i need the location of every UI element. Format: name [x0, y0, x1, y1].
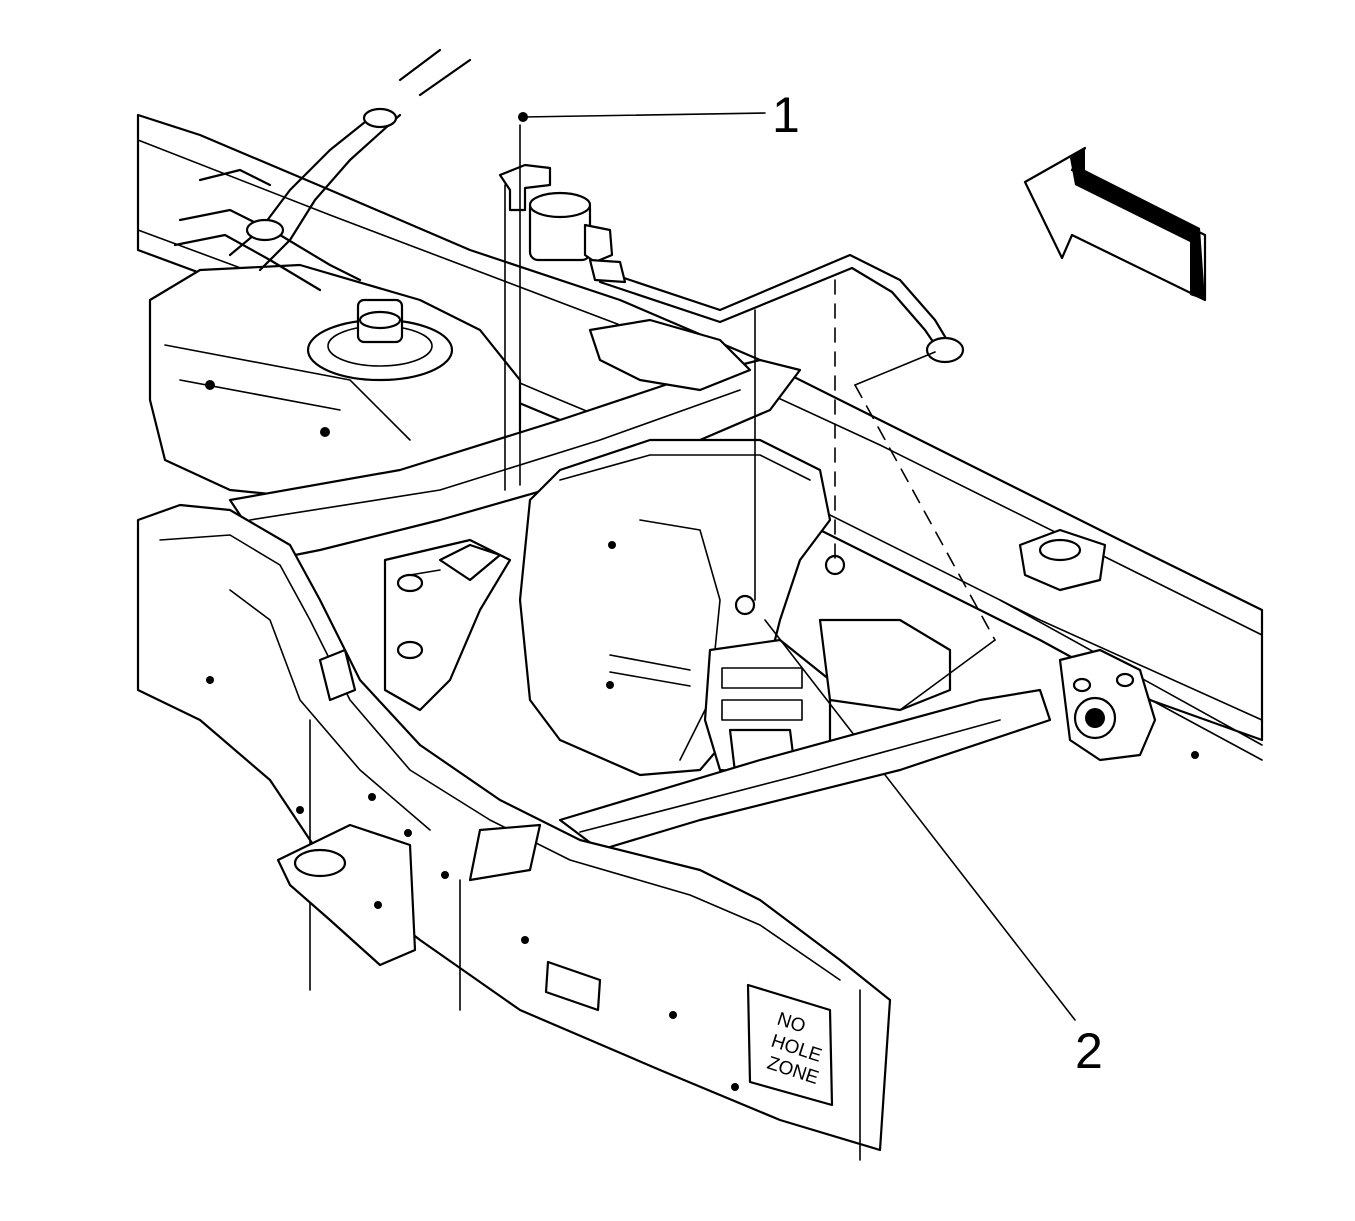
tow-hook	[276, 823, 417, 967]
fuel-pump-module	[306, 298, 454, 382]
callout-1: 1	[772, 87, 800, 143]
rear-shackle-mount	[1018, 528, 1157, 762]
near-frame-rail	[136, 503, 892, 1161]
canister-bracket	[383, 538, 512, 712]
leader-lines	[504, 112, 1076, 1021]
no-hole-zone-label: NO HOLE ZONE	[746, 983, 834, 1107]
frame-id-plate	[544, 960, 602, 1012]
frame-holes	[206, 676, 1199, 1091]
upper-cross-member	[228, 318, 802, 562]
fuel-filler-hoses	[173, 48, 472, 292]
callout-2: 2	[1075, 1023, 1103, 1079]
fuel-tank	[148, 263, 522, 502]
forward-direction-arrow-icon	[1023, 146, 1207, 302]
vent-valve-bracket	[498, 163, 627, 284]
vent-pipe	[598, 253, 965, 364]
lower-cross-member	[558, 688, 1052, 852]
